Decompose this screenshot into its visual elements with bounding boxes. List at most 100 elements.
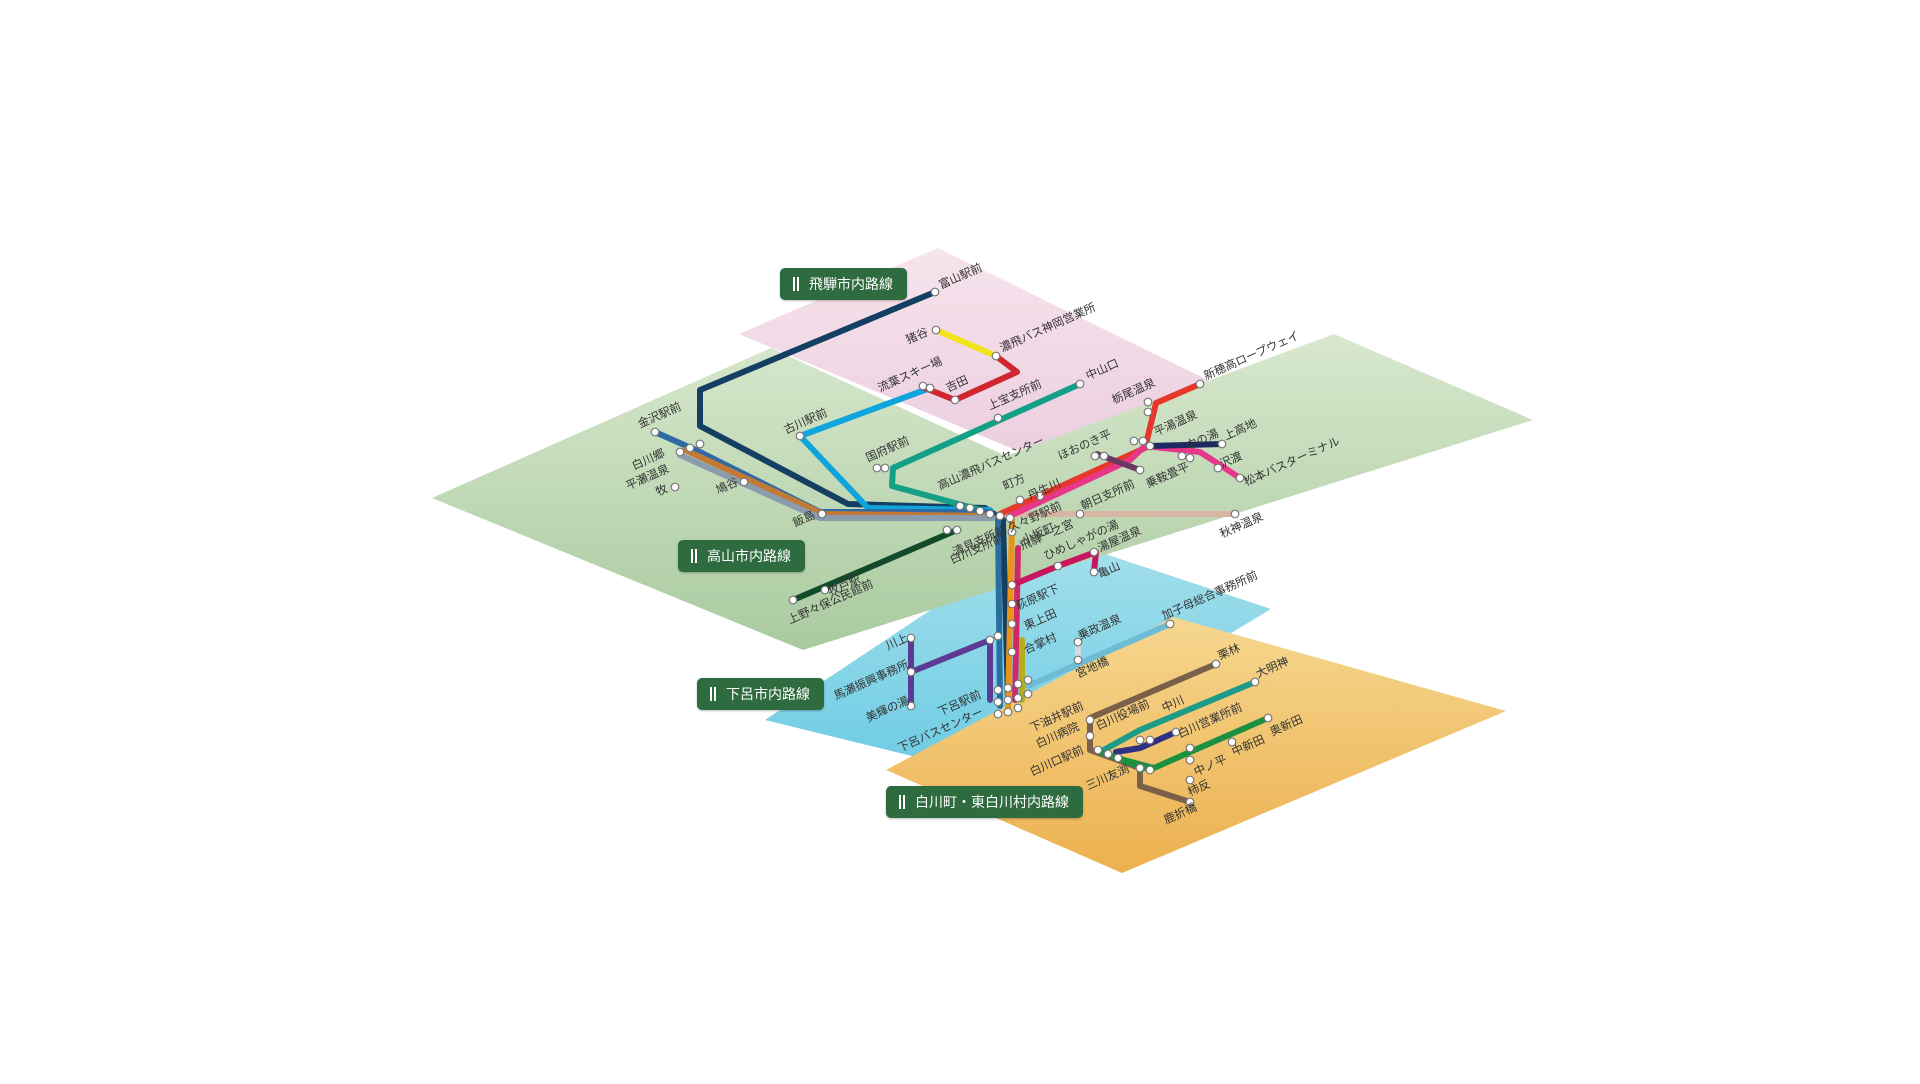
station-marker[interactable] <box>925 383 935 393</box>
station-marker[interactable] <box>695 439 705 449</box>
station-marker[interactable] <box>1230 509 1240 519</box>
station-marker[interactable] <box>1250 677 1260 687</box>
station-marker[interactable] <box>1015 495 1025 505</box>
station-marker[interactable] <box>1089 567 1099 577</box>
station-marker[interactable] <box>1213 463 1223 473</box>
station-marker[interactable] <box>1023 675 1033 685</box>
station-marker[interactable] <box>1145 441 1155 451</box>
station-marker[interactable] <box>1129 436 1139 446</box>
station-marker[interactable] <box>955 501 965 511</box>
route-line-makido <box>790 527 960 603</box>
station-marker[interactable] <box>993 413 1003 423</box>
station-marker[interactable] <box>1171 727 1181 737</box>
station-marker[interactable] <box>1195 379 1205 389</box>
station-marker[interactable] <box>1073 637 1083 647</box>
station-marker[interactable] <box>1143 407 1153 417</box>
station-marker[interactable] <box>1075 379 1085 389</box>
region-button-gero[interactable]: 下呂市内路線 <box>697 678 824 710</box>
station-marker[interactable] <box>670 482 680 492</box>
station-marker[interactable] <box>872 463 882 473</box>
station-marker[interactable] <box>1185 453 1195 463</box>
route-line-kaneyama <box>1025 621 1173 689</box>
station-marker[interactable] <box>993 631 1003 641</box>
station-marker[interactable] <box>1263 713 1273 723</box>
station-marker[interactable] <box>1135 763 1145 773</box>
region-button-takayama[interactable]: 高山市内路線 <box>678 540 805 572</box>
station-marker[interactable] <box>1089 547 1099 557</box>
route-line-shirakawago-c <box>677 452 996 521</box>
station-marker[interactable] <box>1013 679 1023 689</box>
station-marker[interactable] <box>1053 561 1063 571</box>
station-marker[interactable] <box>1103 749 1113 759</box>
station-marker[interactable] <box>1003 683 1013 693</box>
station-marker[interactable] <box>993 709 1003 719</box>
station-marker[interactable] <box>906 667 916 677</box>
station-marker[interactable] <box>1211 659 1221 669</box>
station-marker[interactable] <box>650 427 660 437</box>
station-marker[interactable] <box>993 685 1003 695</box>
station-marker[interactable] <box>1007 527 1017 537</box>
station-marker[interactable] <box>1185 755 1195 765</box>
station-marker[interactable] <box>952 525 962 535</box>
station-marker[interactable] <box>788 595 798 605</box>
station-marker[interactable] <box>685 443 695 453</box>
station-marker[interactable] <box>1007 619 1017 629</box>
region-button-shirakawa[interactable]: 白川町・東白川村内路線 <box>886 786 1083 818</box>
station-marker[interactable] <box>1145 735 1155 745</box>
station-marker[interactable] <box>995 511 1005 521</box>
station-marker[interactable] <box>1235 473 1245 483</box>
station-marker[interactable] <box>817 509 827 519</box>
station-marker[interactable] <box>1217 439 1227 449</box>
station-marker[interactable] <box>1099 451 1109 461</box>
station-marker[interactable] <box>1093 745 1103 755</box>
station-marker[interactable] <box>931 325 941 335</box>
station-marker[interactable] <box>795 431 805 441</box>
station-marker[interactable] <box>950 395 960 405</box>
station-marker[interactable] <box>1113 753 1123 763</box>
station-marker[interactable] <box>1135 465 1145 475</box>
station-marker[interactable] <box>1023 689 1033 699</box>
station-marker[interactable] <box>993 697 1003 707</box>
station-marker[interactable] <box>1090 451 1100 461</box>
station-marker[interactable] <box>820 585 830 595</box>
route-line-inotani <box>933 327 999 359</box>
station-marker[interactable] <box>1085 715 1095 725</box>
station-marker[interactable] <box>985 509 995 519</box>
station-marker[interactable] <box>1085 731 1095 741</box>
station-marker[interactable] <box>1005 513 1015 523</box>
station-marker[interactable] <box>965 503 975 513</box>
station-marker[interactable] <box>906 633 916 643</box>
station-marker[interactable] <box>1227 737 1237 747</box>
station-marker[interactable] <box>1075 509 1085 519</box>
station-marker[interactable] <box>1185 775 1195 785</box>
station-marker[interactable] <box>1013 703 1023 713</box>
station-marker[interactable] <box>1185 743 1195 753</box>
station-marker[interactable] <box>906 701 916 711</box>
station-marker[interactable] <box>991 351 1001 361</box>
station-marker[interactable] <box>1003 707 1013 717</box>
station-marker[interactable] <box>1185 797 1195 807</box>
station-marker[interactable] <box>1013 693 1023 703</box>
station-marker[interactable] <box>1138 436 1148 446</box>
station-marker[interactable] <box>1145 765 1155 775</box>
station-marker[interactable] <box>739 477 749 487</box>
station-marker[interactable] <box>1003 695 1013 705</box>
station-marker[interactable] <box>1143 397 1153 407</box>
route-line-kamikochi <box>1147 441 1225 449</box>
station-marker[interactable] <box>985 635 995 645</box>
station-marker[interactable] <box>1007 580 1017 590</box>
station-marker[interactable] <box>880 463 890 473</box>
station-marker[interactable] <box>1073 655 1083 665</box>
station-marker[interactable] <box>1035 491 1045 501</box>
station-marker[interactable] <box>1135 735 1145 745</box>
station-marker[interactable] <box>1165 619 1175 629</box>
station-marker[interactable] <box>1007 599 1017 609</box>
bus-stop-icon <box>792 277 802 291</box>
station-marker[interactable] <box>942 525 952 535</box>
station-marker[interactable] <box>1007 647 1017 657</box>
station-marker[interactable] <box>1177 451 1187 461</box>
region-button-hida[interactable]: 飛騨市内路線 <box>780 268 907 300</box>
station-marker[interactable] <box>930 287 940 297</box>
station-marker[interactable] <box>675 447 685 457</box>
station-marker[interactable] <box>975 506 985 516</box>
